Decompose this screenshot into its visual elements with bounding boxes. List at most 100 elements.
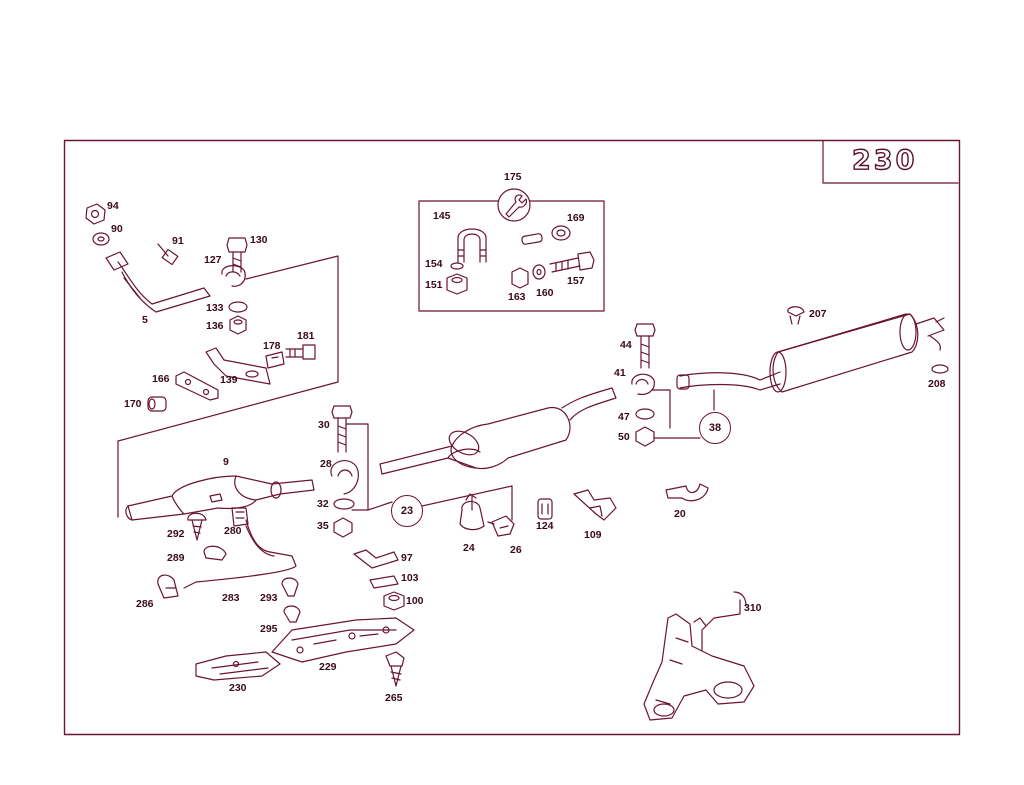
callout-91[interactable]: 91	[172, 235, 184, 247]
front-pipe-5	[105, 251, 211, 313]
callout-230[interactable]: 230	[229, 682, 247, 694]
callout-169[interactable]: 169	[567, 212, 585, 224]
washer-47	[635, 408, 655, 420]
callout-166[interactable]: 166	[152, 373, 170, 385]
callout-127[interactable]: 127	[204, 254, 222, 266]
heat-shield-229	[271, 617, 415, 663]
plate-103	[369, 575, 399, 589]
washer-154	[450, 262, 464, 270]
clip-295	[283, 605, 301, 623]
callout-154[interactable]: 154	[425, 258, 443, 270]
callout-139[interactable]: 139	[220, 374, 238, 386]
callout-160[interactable]: 160	[536, 287, 554, 299]
bolt-181	[285, 344, 316, 360]
callout-136[interactable]: 136	[206, 320, 224, 332]
callout-181[interactable]: 181	[297, 330, 315, 342]
callout-145[interactable]: 145	[433, 210, 451, 222]
callout-50[interactable]: 50	[618, 431, 630, 443]
clip-293	[281, 577, 299, 597]
callout-26[interactable]: 26	[510, 544, 522, 556]
callout-28[interactable]: 28	[320, 458, 332, 470]
gasket-166	[175, 371, 219, 401]
wrench-symbol	[497, 188, 531, 222]
cable-283	[183, 519, 297, 589]
catalytic-converter-9	[125, 475, 315, 521]
washer-32	[333, 498, 355, 510]
callout-286[interactable]: 286	[136, 598, 154, 610]
callout-280[interactable]: 280	[224, 525, 242, 537]
callout-20[interactable]: 20	[674, 508, 686, 520]
callout-47[interactable]: 47	[618, 411, 630, 423]
callout-35[interactable]: 35	[317, 520, 329, 532]
callout-175[interactable]: 175	[504, 171, 522, 183]
center-muffler	[379, 387, 617, 475]
u-bolt-145	[457, 228, 487, 263]
callout-103[interactable]: 103	[401, 572, 419, 584]
callout-157[interactable]: 157	[567, 275, 585, 287]
nut-136	[229, 315, 247, 335]
callout-283[interactable]: 283	[222, 592, 240, 604]
callout-163[interactable]: 163	[508, 291, 526, 303]
callout-5[interactable]: 5	[142, 314, 148, 326]
intermediate-pipe	[676, 371, 781, 391]
callout-265[interactable]: 265	[385, 692, 403, 704]
nut-94	[85, 203, 106, 225]
leader-group-23	[403, 485, 513, 521]
callout-90[interactable]: 90	[111, 223, 123, 235]
clamp-127	[221, 265, 246, 287]
washer-160	[532, 264, 546, 280]
rear-muffler	[769, 313, 945, 393]
callout-133[interactable]: 133	[206, 302, 224, 314]
callout-109[interactable]: 109	[584, 529, 602, 541]
callout-208[interactable]: 208	[928, 378, 946, 390]
leader-30-35	[345, 423, 393, 511]
screw-265	[385, 651, 405, 687]
sleeve-and-169	[521, 225, 571, 245]
callout-170[interactable]: 170	[124, 398, 142, 410]
group-circle-38[interactable]: 38	[699, 412, 731, 444]
ring-208	[931, 364, 949, 374]
callout-124[interactable]: 124	[536, 520, 554, 532]
bracket-139	[205, 347, 271, 385]
nut-50	[635, 426, 655, 447]
nut-163	[511, 267, 529, 289]
clamp-24	[459, 493, 485, 531]
washer-90	[92, 232, 110, 246]
washer-133	[228, 301, 248, 313]
bracket-109	[573, 489, 617, 521]
bolt-30	[331, 405, 353, 453]
group-circle-23[interactable]: 23	[391, 495, 423, 527]
callout-9[interactable]: 9	[223, 456, 229, 468]
callout-44[interactable]: 44	[620, 339, 632, 351]
callout-295[interactable]: 295	[260, 623, 278, 635]
nut-35	[333, 517, 353, 538]
callout-24[interactable]: 24	[463, 542, 475, 554]
bolt-130	[226, 237, 248, 273]
nut-151	[446, 273, 468, 295]
callout-178[interactable]: 178	[263, 340, 281, 352]
badge-frame	[822, 140, 959, 184]
screw-26	[487, 515, 515, 537]
hanger-97	[353, 549, 399, 569]
callout-94[interactable]: 94	[107, 200, 119, 212]
callout-151[interactable]: 151	[425, 279, 443, 291]
nut-170	[147, 396, 167, 412]
clamp-28	[330, 460, 359, 495]
bracket-group-outline	[117, 255, 339, 518]
callout-41[interactable]: 41	[614, 367, 626, 379]
callout-100[interactable]: 100	[406, 595, 424, 607]
clip-289	[203, 545, 227, 561]
callout-293[interactable]: 293	[260, 592, 278, 604]
model-badge-230: 230	[851, 145, 918, 176]
callout-310[interactable]: 310	[744, 602, 762, 614]
callout-289[interactable]: 289	[167, 552, 185, 564]
callout-97[interactable]: 97	[401, 552, 413, 564]
callout-30[interactable]: 30	[318, 419, 330, 431]
callout-32[interactable]: 32	[317, 498, 329, 510]
callout-130[interactable]: 130	[250, 234, 268, 246]
callout-207[interactable]: 207	[809, 308, 827, 320]
callout-292[interactable]: 292	[167, 528, 185, 540]
callout-229[interactable]: 229	[319, 661, 337, 673]
